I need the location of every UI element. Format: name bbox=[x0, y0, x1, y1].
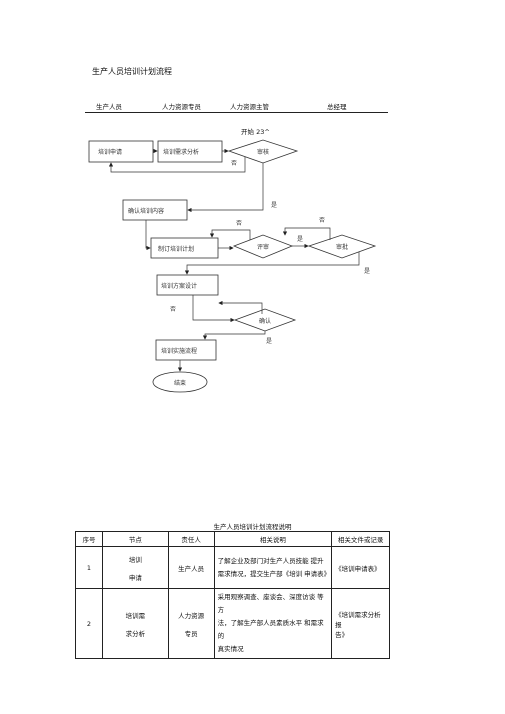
column-header-hr-specialist: 人力资源专员 bbox=[162, 103, 201, 111]
header-owner: 责任人 bbox=[167, 531, 215, 547]
node-review bbox=[227, 139, 299, 164]
cell-description-line: 真实情况 bbox=[217, 645, 244, 653]
node-design-label: 培训方案设计 bbox=[161, 282, 197, 290]
cell-files-line: 告》 bbox=[335, 630, 349, 639]
node-analysis-label: 培训需求分析 bbox=[163, 148, 199, 156]
cell-owner-line: 专员 bbox=[184, 629, 198, 638]
label-evaluate-yes: 是 bbox=[297, 236, 303, 243]
table-row: 2 培训需 求分析 人力资源 专员 采用观察调查、座谈会、深度访谈 等方 法，了… bbox=[75, 588, 390, 659]
cell-files: 《培训需求分析报 告》 bbox=[331, 588, 390, 659]
node-implement bbox=[155, 339, 217, 361]
label-review-no: 否 bbox=[231, 160, 237, 167]
table-header-row: 序号 节点 责任人 相关说明 相关文件或记录 bbox=[75, 531, 390, 547]
cell-files: 《培训申请表》 bbox=[331, 546, 390, 589]
header-description: 相关说明 bbox=[213, 531, 333, 547]
edge-confirm-yes bbox=[202, 331, 266, 340]
cell-no: 1 bbox=[75, 546, 103, 589]
label-approve-no: 否 bbox=[319, 217, 325, 224]
node-confirm-content-label: 确认培训内容 bbox=[128, 207, 164, 215]
edge-content-plan bbox=[145, 220, 151, 251]
cell-files-line: 《培训需求分析报 bbox=[335, 610, 381, 629]
start-label: 开始 23^ bbox=[241, 127, 270, 136]
cell-node-line: 培训需 bbox=[125, 611, 146, 620]
cell-description-line: 法，了解生产部人员素质水平 和需求的 bbox=[217, 619, 324, 640]
header-node: 节点 bbox=[101, 531, 169, 547]
node-apply bbox=[88, 140, 154, 163]
cell-owner: 生产人员 bbox=[167, 546, 215, 589]
cell-owner-line: 人力资源 bbox=[178, 611, 205, 620]
page-title: 生产人员培训计划流程 bbox=[92, 67, 172, 76]
node-end bbox=[152, 371, 208, 393]
edge-review-yes bbox=[187, 163, 264, 213]
label-approve-yes: 是 bbox=[364, 268, 370, 275]
table-row: 1 培训 申请 生产人员 了解企业及部门对生产人员技能 提升 需求情况，提交生产… bbox=[75, 546, 390, 589]
node-confirm-content bbox=[122, 199, 188, 221]
label-evaluate-no: 否 bbox=[236, 220, 242, 227]
edge-evaluate-no bbox=[209, 229, 251, 240]
node-apply-label: 培训申请 bbox=[98, 148, 122, 156]
table-title: 生产人员培训计划流程说明 bbox=[213, 523, 292, 531]
process-table: 序号 节点 责任人 相关说明 相关文件或记录 1 培训 申请 生产人员 了解企业… bbox=[75, 531, 390, 659]
cell-description-line: 需求情况，提交生产部《培训 申请表》 bbox=[217, 569, 331, 578]
cell-description: 了解企业及部门对生产人员技能 提升 需求情况，提交生产部《培训 申请表》 bbox=[213, 546, 333, 589]
edge-approve-no bbox=[282, 227, 331, 240]
column-header-production-staff: 生产人员 bbox=[96, 103, 122, 111]
cell-node-line: 申请 bbox=[128, 573, 142, 582]
node-analysis bbox=[157, 140, 223, 163]
flowchart: 开始 23^ 培训申请 培训需求分析 审核 确认培训内容 制订培训计划 评审 审… bbox=[88, 127, 377, 393]
label-confirm-yes: 是 bbox=[266, 338, 272, 345]
label-review-yes: 是 bbox=[271, 202, 277, 209]
column-header-general-manager: 总经理 bbox=[327, 103, 347, 111]
header-divider bbox=[85, 112, 388, 113]
cell-description: 采用观察调查、座谈会、深度访谈 等方 法，了解生产部人员素质水平 和需求的 真实… bbox=[213, 588, 333, 659]
header-no: 序号 bbox=[75, 531, 103, 547]
cell-node-line: 培训 bbox=[128, 555, 142, 564]
node-evaluate-label: 评审 bbox=[257, 243, 269, 251]
edge-design-confirm bbox=[192, 295, 235, 323]
node-make-plan-label: 制订培训计划 bbox=[158, 245, 194, 253]
node-implement-label: 培训实施流程 bbox=[161, 347, 197, 355]
cell-description-line: 了解企业及部门对生产人员技能 提升 bbox=[217, 556, 324, 565]
cell-node-line: 求分析 bbox=[125, 629, 146, 638]
cell-no: 2 bbox=[75, 588, 103, 659]
edge-approve-yes bbox=[184, 252, 360, 275]
cell-node: 培训 申请 bbox=[101, 546, 169, 589]
node-design bbox=[156, 274, 219, 296]
cell-description-line: 采用观察调查、座谈会、深度访谈 等方 bbox=[217, 593, 324, 614]
header-files: 相关文件或记录 bbox=[331, 531, 390, 547]
node-review-label: 审核 bbox=[257, 148, 269, 156]
label-confirm-no: 否 bbox=[170, 306, 176, 313]
node-approve-label: 审批 bbox=[336, 243, 348, 251]
edge-review-no bbox=[108, 157, 246, 173]
node-end-label: 结束 bbox=[174, 379, 186, 387]
node-confirm-label: 确认 bbox=[259, 317, 271, 325]
node-confirm bbox=[233, 308, 297, 332]
cell-owner: 人力资源 专员 bbox=[167, 588, 215, 659]
node-approve bbox=[307, 234, 377, 259]
cell-node: 培训需 求分析 bbox=[101, 588, 169, 659]
column-header-hr-supervisor: 人力资源主管 bbox=[230, 103, 269, 111]
edge-confirm-no bbox=[218, 300, 263, 314]
